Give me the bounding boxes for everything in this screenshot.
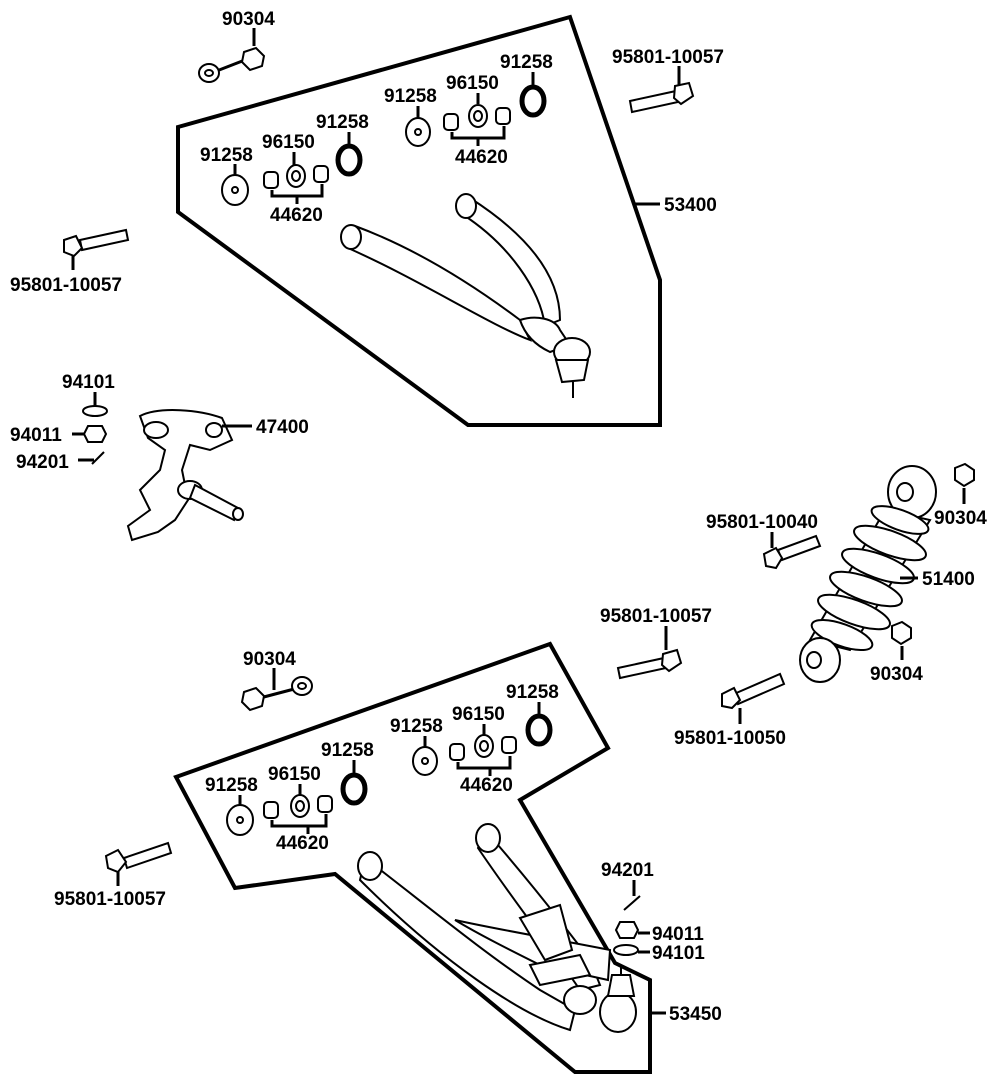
- lower-bolt: [104, 841, 173, 874]
- lower-washer-a-hole: [236, 816, 244, 824]
- label-lower-bearing-b: 96150: [452, 704, 505, 725]
- shock-nut-top: [954, 462, 975, 488]
- label-knuckle-pin: 94201: [16, 452, 69, 473]
- steering-knuckle: [126, 409, 244, 542]
- label-lower-washer: 94101: [652, 943, 705, 964]
- label-upper-bolt-right: 95801-10057: [612, 47, 724, 68]
- lower-castle-nut: [614, 921, 640, 939]
- shock-bolt-bottom: [721, 672, 786, 710]
- label-shock-bolt-top: 95801-10040: [706, 512, 818, 533]
- label-upper-arm: 53400: [664, 195, 717, 216]
- upper-bolt-left: [63, 228, 130, 258]
- label-lower-bearing-a: 96150: [268, 764, 321, 785]
- label-upper-bearing-b: 96150: [446, 73, 499, 94]
- label-shock-nut-top: 90304: [934, 508, 987, 529]
- label-upper-seal-a: 91258: [316, 112, 369, 133]
- label-knuckle-washer: 94101: [62, 372, 115, 393]
- label-upper-bolt-left: 95801-10057: [10, 275, 122, 296]
- knuckle-washer: [82, 405, 108, 417]
- label-upper-washer-a: 91258: [200, 145, 253, 166]
- shock-bolt-mid: [616, 648, 683, 680]
- shock-bolt-top: [762, 534, 822, 570]
- knuckle-nut: [82, 425, 108, 443]
- shock-nut-bottom: [891, 620, 912, 646]
- lower-pin: [623, 895, 641, 911]
- label-upper-nut: 90304: [222, 9, 275, 30]
- upper-bushing-b-parts: [443, 104, 511, 131]
- label-upper-seal-b: 91258: [500, 52, 553, 73]
- upper-bolt-right: [628, 81, 695, 114]
- label-upper-bearing-a: 96150: [262, 132, 315, 153]
- label-shock-nut-bottom: 90304: [870, 664, 923, 685]
- label-lower-bolt: 95801-10057: [54, 889, 166, 910]
- label-lower-nut: 90304: [243, 649, 296, 670]
- lower-bushing-b-parts: [449, 734, 517, 761]
- label-shock-bolt-mid: 95801-10057: [600, 606, 712, 627]
- upper-seal-b: [519, 84, 547, 118]
- upper-seal-a: [335, 143, 363, 177]
- lower-bushing-b-bracket: [456, 756, 512, 770]
- lower-bushing-a-bracket: [270, 814, 328, 828]
- label-lower-bushing-a: 44620: [276, 833, 329, 854]
- label-knuckle-nut: 94011: [10, 425, 62, 446]
- lower-bushing-a-parts: [263, 794, 333, 819]
- label-lower-pin: 94201: [601, 860, 654, 881]
- label-shock-bolt-bottom: 95801-10050: [674, 728, 786, 749]
- label-upper-washer-b: 91258: [384, 86, 437, 107]
- label-lower-seal-b: 91258: [506, 682, 559, 703]
- knuckle-pin: [91, 451, 105, 465]
- upper-washer-b-hole: [414, 128, 422, 136]
- shock-absorber: [799, 465, 937, 683]
- label-knuckle: 47400: [256, 417, 309, 438]
- label-lower-castle-nut: 94011: [652, 924, 704, 945]
- upper-washer-a-hole: [231, 186, 239, 194]
- label-lower-washer-a: 91258: [205, 775, 258, 796]
- lower-arm-frame: [173, 641, 652, 1074]
- lower-a-arm: [357, 823, 637, 1033]
- upper-a-arm: [340, 193, 591, 398]
- label-upper-bushing-a: 44620: [270, 205, 323, 226]
- lower-seal-b: [525, 713, 553, 747]
- upper-arm-frame: [176, 14, 662, 427]
- label-lower-bushing-b: 44620: [460, 775, 513, 796]
- upper-bushing-a-parts: [263, 164, 329, 189]
- label-lower-washer-b: 91258: [390, 716, 443, 737]
- lower-seal-a: [340, 772, 368, 806]
- lower-nut-assembly: [240, 676, 313, 712]
- label-shock: 51400: [922, 569, 975, 590]
- label-upper-bushing-b: 44620: [455, 147, 508, 168]
- label-lower-seal-a: 91258: [321, 740, 374, 761]
- lower-washer: [613, 944, 639, 956]
- lower-washer-b-hole: [421, 757, 429, 765]
- upper-nut-assembly: [198, 46, 266, 83]
- label-lower-arm: 53450: [669, 1004, 722, 1025]
